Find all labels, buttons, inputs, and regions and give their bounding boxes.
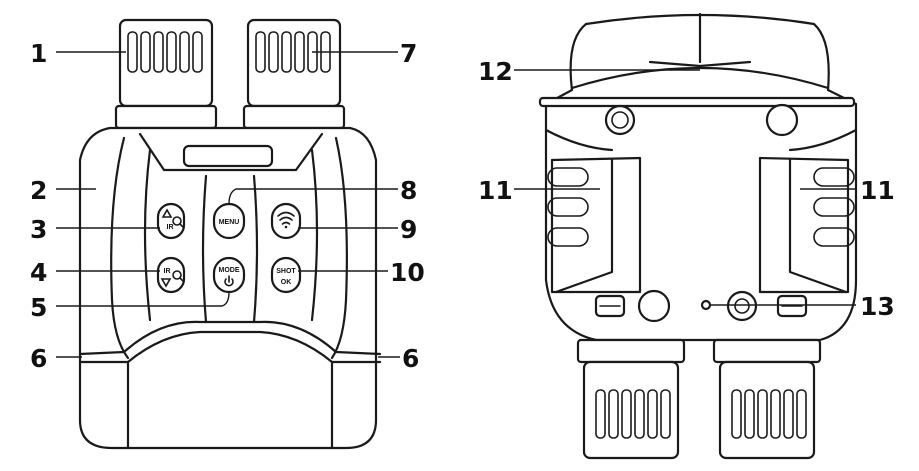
svg-text:IR: IR (167, 224, 174, 231)
callout-numbers: 1 2 3 4 5 6 6 7 8 9 10 11 11 12 13 (30, 39, 895, 373)
svg-text:SHOT: SHOT (276, 268, 296, 275)
objective-left (576, 338, 686, 460)
objective-right (712, 338, 822, 460)
callout-10: 10 (390, 258, 425, 287)
magnifier-icon (172, 270, 182, 280)
callout-9: 9 (400, 215, 417, 244)
back-view (514, 12, 858, 460)
svg-text:OK: OK (281, 279, 292, 286)
front-callout-lines (56, 51, 400, 358)
grip-panel-right (758, 156, 855, 294)
callout-12: 12 (478, 57, 513, 86)
magnifier-icon (172, 216, 182, 226)
reset-hole[interactable] (700, 299, 712, 311)
zoom-out-button[interactable]: IR (156, 256, 186, 294)
power-icon (224, 275, 234, 287)
callout-2: 2 (30, 176, 47, 205)
callout-4: 4 (30, 258, 47, 287)
svg-text:IR: IR (164, 268, 171, 275)
svg-text:MENU: MENU (219, 219, 240, 226)
callout-13: 13 (860, 292, 895, 321)
shot-ok-button[interactable]: SHOT OK (270, 256, 302, 294)
tripod-mount (726, 290, 758, 322)
front-view: IR IR MENU MODE (56, 18, 400, 450)
callout-1: 1 (30, 39, 47, 68)
callout-3: 3 (30, 215, 47, 244)
ir-window (182, 144, 274, 168)
svg-text:MODE: MODE (219, 267, 240, 274)
callout-11-right: 11 (860, 176, 895, 205)
wifi-icon (277, 211, 295, 229)
mode-power-button[interactable]: MODE (212, 256, 246, 294)
callout-11-left: 11 (478, 176, 513, 205)
triangle-up-icon (161, 208, 173, 218)
callout-6-right: 6 (402, 344, 419, 373)
triangle-down-icon (160, 278, 172, 288)
callout-7: 7 (400, 39, 417, 68)
zoom-in-button[interactable]: IR (156, 202, 186, 240)
bottom-screw (637, 289, 671, 323)
strap-clip-left (594, 294, 626, 318)
eyepiece-left (114, 18, 218, 130)
strap-clip-right (776, 294, 808, 318)
menu-button[interactable]: MENU (212, 202, 246, 240)
callout-6-left: 6 (30, 344, 47, 373)
screw-top-left (604, 104, 636, 136)
back-callout-lines (514, 69, 856, 306)
callout-8: 8 (400, 176, 417, 205)
wifi-button[interactable] (270, 202, 302, 240)
screw-top-right (765, 103, 799, 137)
callout-5: 5 (30, 293, 47, 322)
eyepiece-right (242, 18, 346, 130)
grip-panel-left (547, 156, 642, 294)
